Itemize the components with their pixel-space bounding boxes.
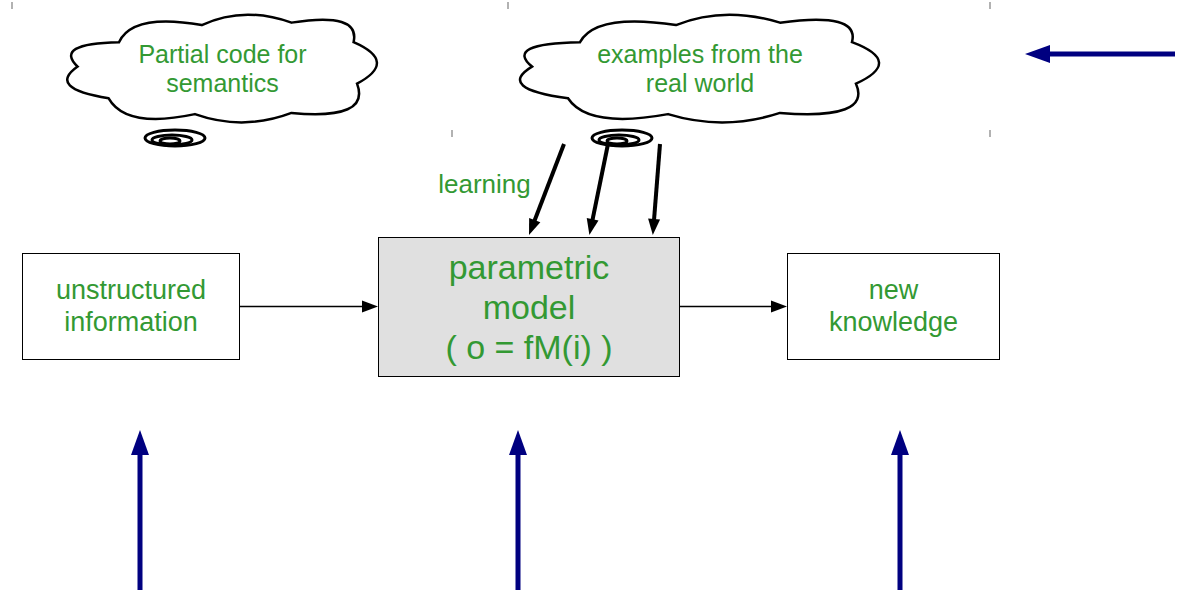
- flow-arrow: [240, 301, 378, 313]
- node-text: parametric model: [429, 247, 629, 327]
- output-box: new knowledge: [787, 253, 1000, 360]
- node-text: examples from the real world: [595, 40, 805, 99]
- pointer-arrow: [131, 430, 149, 590]
- coil-symbol: [145, 130, 205, 146]
- input-box: unstructured information: [22, 253, 240, 360]
- node-text: ( o = fM(i) ): [445, 327, 612, 367]
- cloud-shape: Partial code for semantics: [50, 8, 395, 130]
- edge-label: learning: [438, 169, 531, 200]
- pointer-arrow: [891, 430, 909, 590]
- flow-arrow: [529, 144, 564, 235]
- pointer-arrow: [1025, 45, 1175, 63]
- node-text: unstructured information: [36, 275, 226, 339]
- cloud-shape: examples from the real world: [500, 8, 900, 130]
- flow-arrow: [680, 301, 787, 313]
- tick-mark: [12, 2, 990, 137]
- coil-symbol: [592, 130, 652, 146]
- flow-arrow: [587, 144, 608, 235]
- model-box: parametric model( o = fM(i) ): [378, 237, 680, 377]
- pointer-arrow: [509, 430, 527, 590]
- flow-arrow: [648, 144, 660, 235]
- node-text: Partial code for semantics: [123, 40, 323, 99]
- node-text: new knowledge: [804, 275, 984, 339]
